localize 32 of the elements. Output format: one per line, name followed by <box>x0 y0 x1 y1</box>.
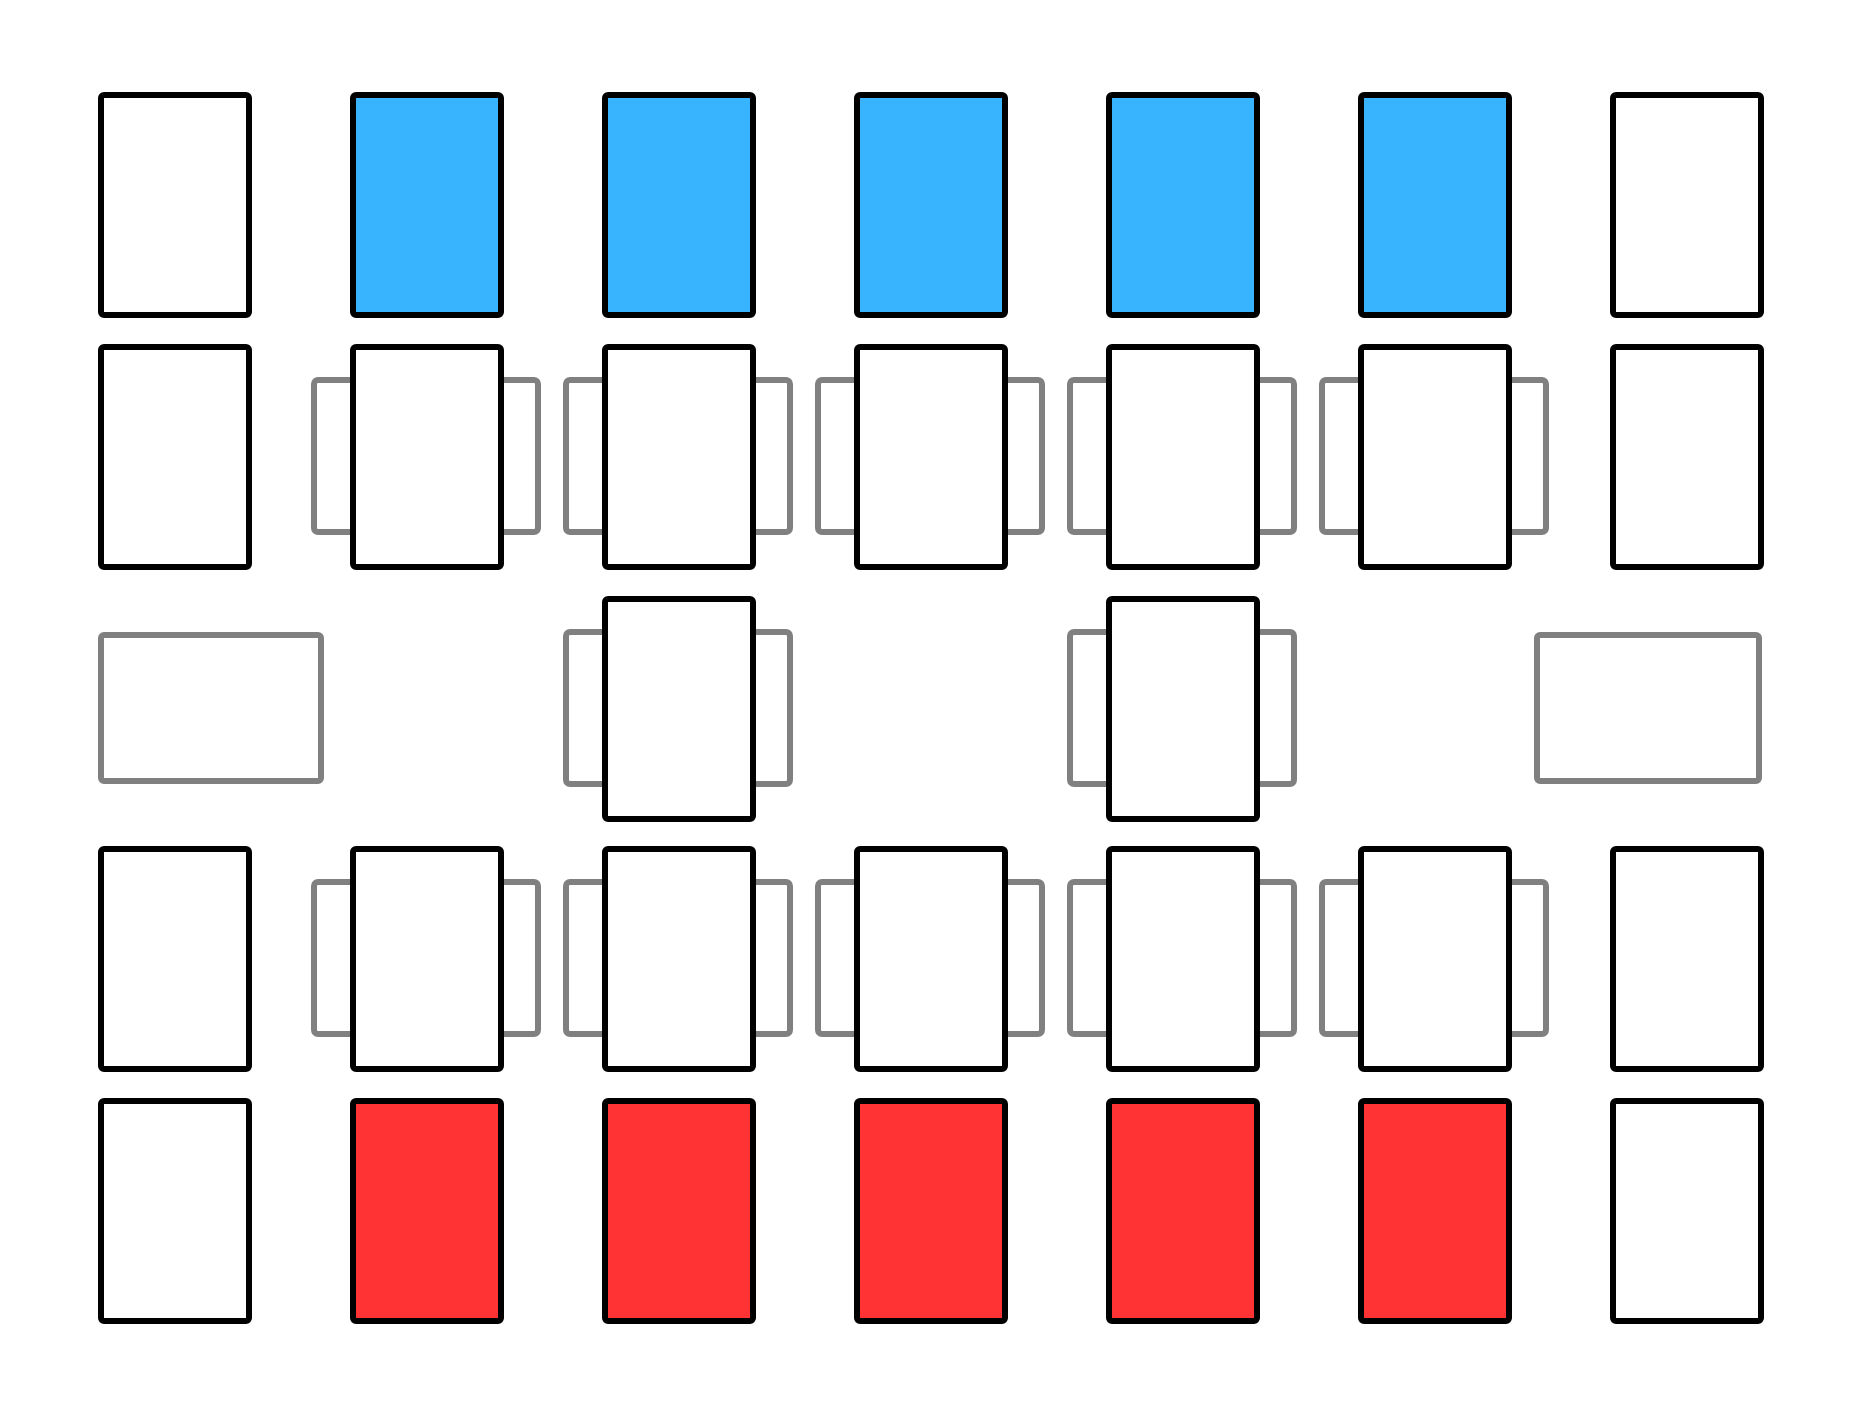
card <box>1106 92 1260 318</box>
card <box>98 846 252 1072</box>
card <box>350 1098 504 1324</box>
card <box>1358 846 1512 1072</box>
card <box>1106 1098 1260 1324</box>
card <box>350 92 504 318</box>
card <box>98 92 252 318</box>
card <box>1106 344 1260 570</box>
card <box>1358 1098 1512 1324</box>
card <box>1610 92 1764 318</box>
outline-box <box>1534 632 1762 784</box>
card <box>854 846 1008 1072</box>
card <box>1610 344 1764 570</box>
card <box>1610 1098 1764 1324</box>
card <box>1610 846 1764 1072</box>
card <box>602 344 756 570</box>
card <box>350 846 504 1072</box>
card <box>854 92 1008 318</box>
card <box>1358 344 1512 570</box>
outline-box <box>98 632 324 784</box>
card <box>602 1098 756 1324</box>
card <box>1106 846 1260 1072</box>
card <box>602 596 756 822</box>
card <box>1106 596 1260 822</box>
card <box>98 344 252 570</box>
card <box>1358 92 1512 318</box>
card <box>854 1098 1008 1324</box>
card <box>98 1098 252 1324</box>
card <box>602 92 756 318</box>
card <box>350 344 504 570</box>
card <box>602 846 756 1072</box>
card <box>854 344 1008 570</box>
